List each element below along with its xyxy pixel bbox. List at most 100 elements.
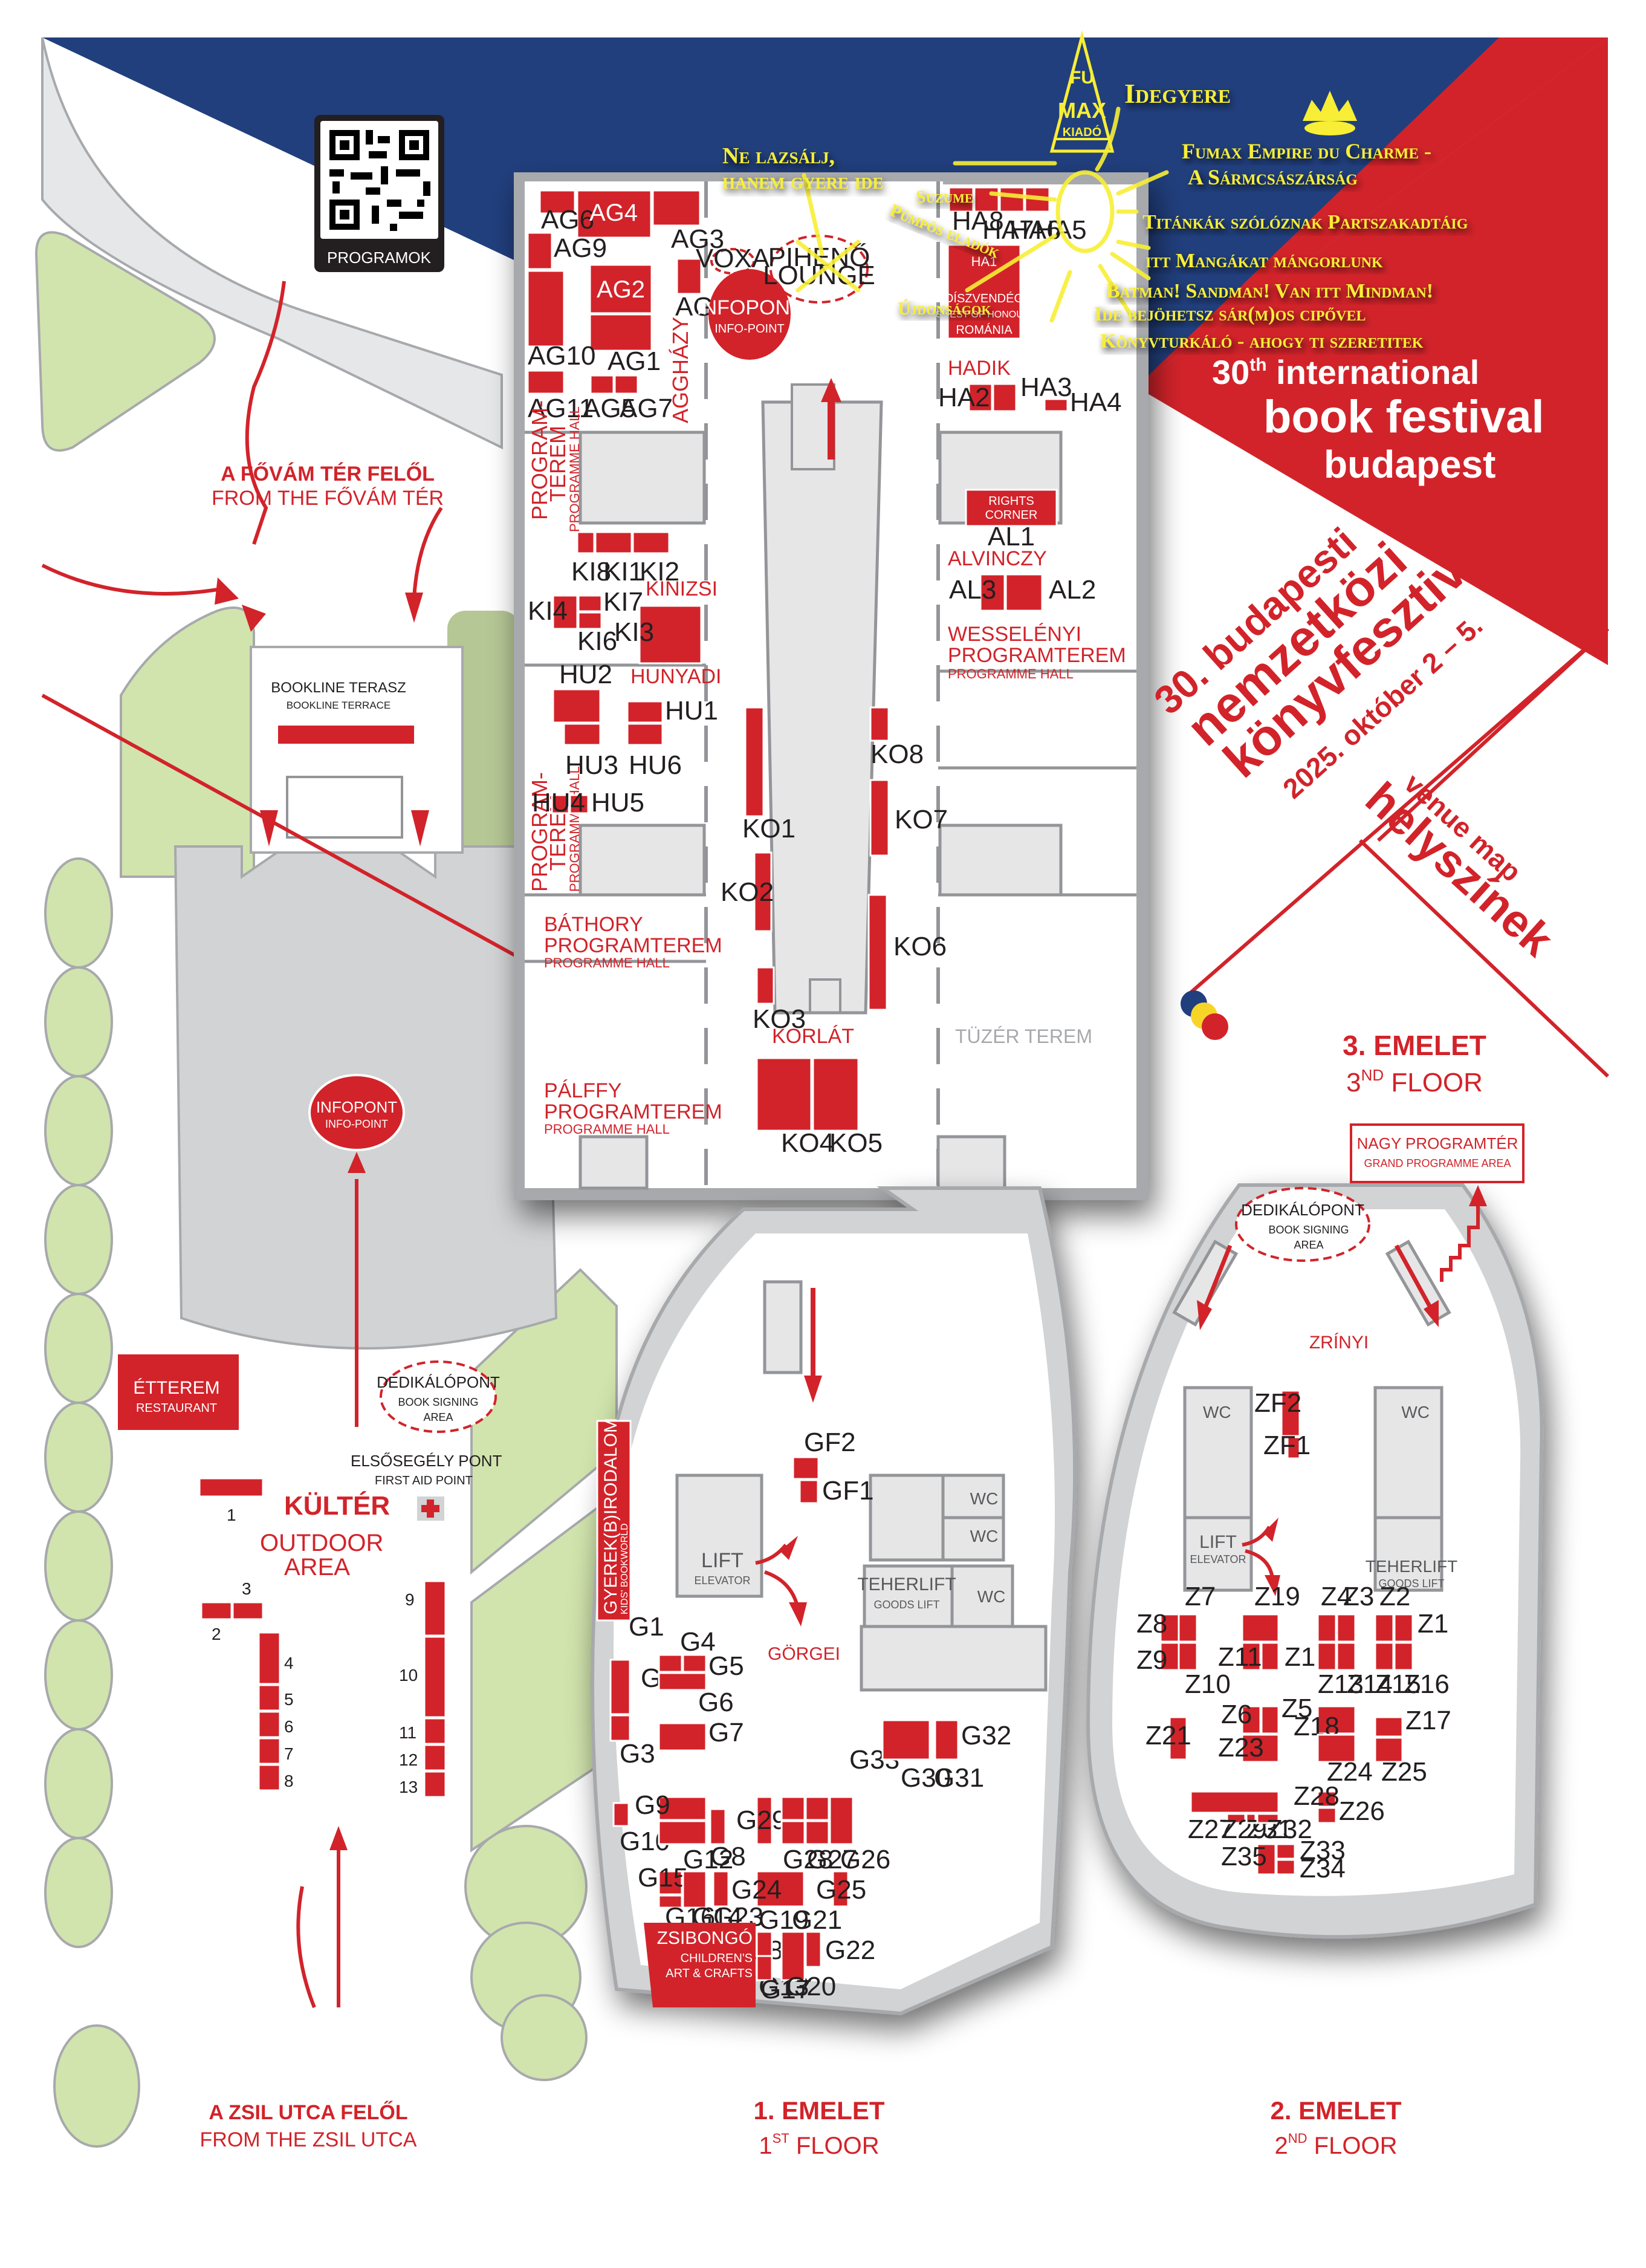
- booth-G5[interactable]: [682, 1654, 707, 1673]
- booth-ZF2[interactable]: [1280, 1389, 1301, 1437]
- booth-AL3[interactable]: [979, 573, 1006, 612]
- booth-KO3[interactable]: [756, 966, 775, 1005]
- booth-KI7[interactable]: [577, 594, 603, 612]
- booth-KI2[interactable]: [632, 531, 670, 554]
- stall-9[interactable]: [423, 1580, 447, 1637]
- stall-7[interactable]: [258, 1737, 281, 1765]
- booth-Z28[interactable]: [1317, 1790, 1337, 1808]
- booth-G28b[interactable]: [780, 1820, 806, 1845]
- booth-HA6[interactable]: [999, 186, 1025, 213]
- booth-AG8[interactable]: [676, 258, 702, 295]
- booth-HA8[interactable]: [948, 186, 974, 213]
- booth-G26[interactable]: [829, 1796, 854, 1845]
- childrens-art-crafts[interactable]: [644, 1923, 756, 2007]
- booth-AG3[interactable]: [652, 189, 701, 227]
- booth-Z27[interactable]: [1190, 1790, 1280, 1814]
- infopoint-outdoor-marker[interactable]: [308, 1074, 405, 1151]
- booth-G23[interactable]: [712, 1870, 730, 1908]
- booth-HU2[interactable]: [552, 688, 601, 724]
- booth-HU6[interactable]: [626, 723, 664, 746]
- booth-Z16[interactable]: [1393, 1642, 1414, 1671]
- booth-HU4[interactable]: [551, 794, 570, 814]
- booth-HA3[interactable]: [992, 383, 1017, 412]
- booth-G4[interactable]: [658, 1654, 683, 1673]
- booth-AL2[interactable]: [1005, 573, 1043, 612]
- booth-GF1[interactable]: [799, 1479, 819, 1504]
- infopoint-marker[interactable]: [708, 269, 791, 360]
- booth-G2[interactable]: [609, 1659, 631, 1715]
- qr-code[interactable]: PROGRAMOK: [314, 115, 444, 272]
- first-aid-icon[interactable]: [417, 1496, 444, 1521]
- stall-12[interactable]: [423, 1744, 447, 1772]
- stall-1[interactable]: [198, 1477, 264, 1498]
- book-signing-outdoor[interactable]: [380, 1360, 497, 1433]
- booth-KI8[interactable]: [576, 531, 595, 554]
- booth-KO7[interactable]: [869, 779, 890, 857]
- booth-KO2[interactable]: [753, 851, 773, 932]
- voxa-marker[interactable]: [710, 248, 755, 275]
- booth-G30[interactable]: [881, 1719, 931, 1761]
- booth-KO6[interactable]: [867, 894, 888, 1011]
- booth-G6[interactable]: [658, 1672, 707, 1691]
- booth-AG1[interactable]: [589, 313, 653, 352]
- booth-Z24[interactable]: [1317, 1733, 1356, 1763]
- booth-KO4[interactable]: [756, 1057, 812, 1132]
- booth-G3[interactable]: [609, 1714, 631, 1742]
- booth-G28[interactable]: [780, 1796, 806, 1821]
- booth-Z23[interactable]: [1241, 1733, 1280, 1763]
- booth-Z3[interactable]: [1336, 1613, 1356, 1643]
- booth-G27b[interactable]: [805, 1820, 830, 1845]
- booth-Z10[interactable]: [1178, 1642, 1198, 1671]
- booth-G13b[interactable]: [756, 1955, 773, 1981]
- booth-Z34[interactable]: [1275, 1859, 1296, 1876]
- booth-Z29[interactable]: [1226, 1813, 1246, 1824]
- booth-Z12[interactable]: [1260, 1642, 1280, 1671]
- booth-Z26[interactable]: [1317, 1807, 1337, 1824]
- booth-G8[interactable]: [709, 1808, 727, 1845]
- booth-G25[interactable]: [832, 1870, 849, 1908]
- stall-10[interactable]: [423, 1636, 447, 1718]
- booth-Z7[interactable]: [1178, 1613, 1198, 1643]
- stall-4[interactable]: [258, 1631, 281, 1685]
- booth-AG10[interactable]: [527, 270, 565, 348]
- booth-G7[interactable]: [658, 1722, 707, 1752]
- booth-Z18[interactable]: [1317, 1705, 1356, 1735]
- booth-Z21[interactable]: [1168, 1716, 1188, 1761]
- booth-Z14[interactable]: [1336, 1642, 1356, 1671]
- booth-HU3[interactable]: [563, 723, 601, 746]
- booth-G10[interactable]: [612, 1802, 630, 1827]
- restaurant[interactable]: [118, 1354, 239, 1430]
- booth-HA1-guest-of-honour[interactable]: [947, 244, 1022, 340]
- booth-G22[interactable]: [805, 1931, 822, 1968]
- rights-corner[interactable]: [965, 489, 1058, 527]
- booth-AG11[interactable]: [527, 369, 565, 395]
- booth-HA4[interactable]: [1043, 398, 1069, 412]
- booth-Z11[interactable]: [1241, 1642, 1262, 1671]
- booth-AG5[interactable]: [589, 374, 615, 395]
- booth-G12[interactable]: [658, 1820, 707, 1845]
- booth-Z5[interactable]: [1260, 1705, 1280, 1735]
- stall-13[interactable]: [423, 1770, 447, 1798]
- stall-5[interactable]: [258, 1684, 281, 1712]
- booth-G9[interactable]: [658, 1796, 707, 1821]
- booth-HA2[interactable]: [968, 383, 993, 412]
- booth-Z32[interactable]: [1256, 1813, 1280, 1824]
- booth-G29[interactable]: [756, 1796, 773, 1845]
- stall-3[interactable]: [232, 1601, 264, 1620]
- booth-KI6[interactable]: [577, 611, 603, 630]
- fumax-logo[interactable]: [1049, 30, 1115, 153]
- booth-Z31[interactable]: [1245, 1813, 1257, 1824]
- book-signing-floor2[interactable]: [1235, 1187, 1370, 1262]
- booth-KI4[interactable]: [552, 594, 578, 630]
- booth-G20[interactable]: [780, 1931, 806, 1981]
- booth-Z13[interactable]: [1317, 1642, 1337, 1671]
- booth-G24[interactable]: [756, 1870, 805, 1908]
- booth-Z4[interactable]: [1317, 1613, 1337, 1643]
- booth-G14[interactable]: [682, 1870, 707, 1909]
- booth-Z33[interactable]: [1275, 1843, 1296, 1860]
- booth-AG4[interactable]: [576, 189, 652, 239]
- stall-6[interactable]: [258, 1711, 281, 1738]
- booth-KO8[interactable]: [869, 706, 890, 742]
- grand-programme-area[interactable]: [1350, 1123, 1524, 1183]
- booth-HA7[interactable]: [973, 186, 1000, 213]
